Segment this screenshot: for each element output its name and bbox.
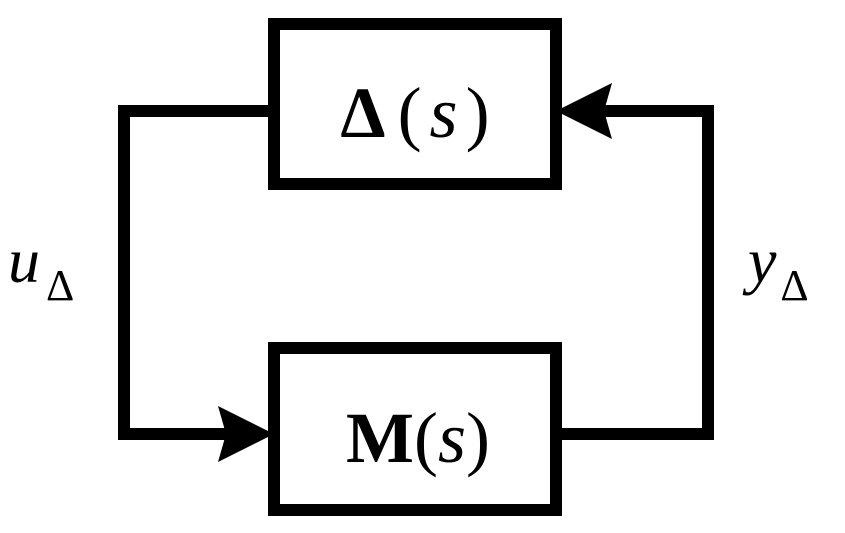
delta-symbol: Δ [340, 73, 385, 153]
y-subscript: Δ [780, 261, 808, 310]
delta-close-paren: ) [466, 73, 490, 153]
m-symbol: M [346, 398, 414, 478]
y-symbol: y [742, 225, 777, 296]
m-variable: s [438, 398, 466, 478]
delta-block [268, 18, 562, 190]
delta-variable: s [430, 73, 458, 153]
u-subscript: Δ [46, 261, 74, 310]
u-symbol: u [8, 225, 40, 296]
m-block-label: M(s) [346, 398, 490, 478]
delta-open-paren: ( [398, 73, 422, 153]
delta-block-label: Δ(s) [340, 73, 489, 153]
y-delta-connection-line [556, 105, 714, 440]
m-open-paren: ( [414, 398, 438, 478]
m-input-arrowhead [218, 406, 274, 462]
u-delta-connection-line [118, 105, 274, 440]
m-close-paren: ) [466, 398, 490, 478]
delta-input-arrowhead [556, 83, 612, 139]
y-delta-label: yΔ [742, 225, 809, 310]
